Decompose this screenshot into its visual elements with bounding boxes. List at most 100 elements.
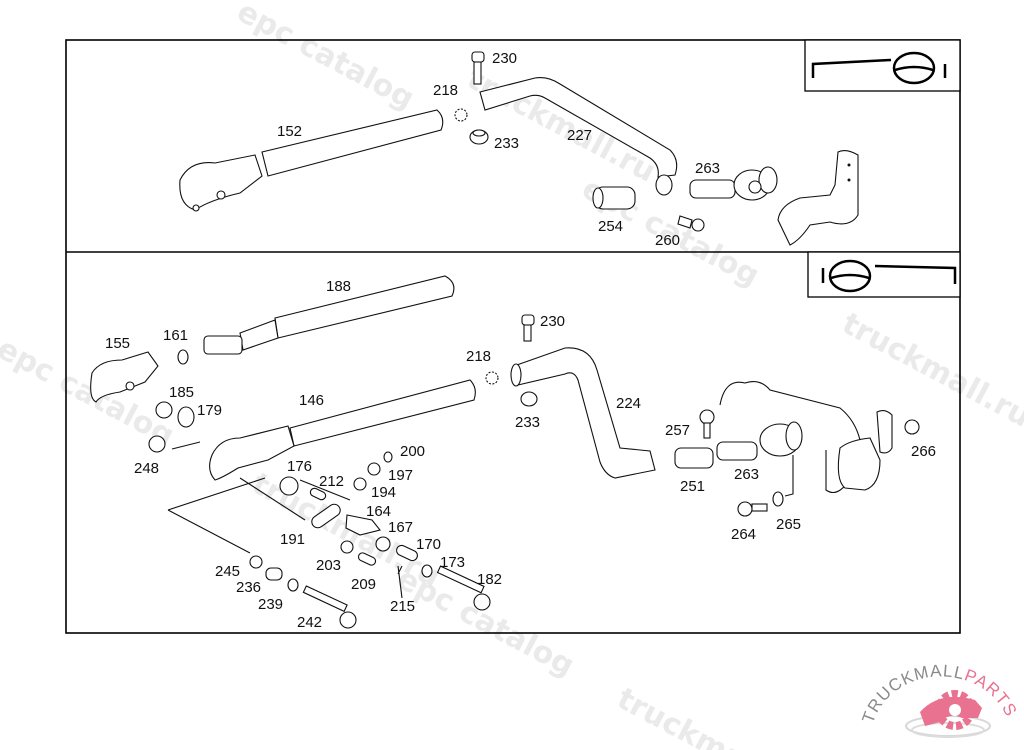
callout-265[interactable]: 265 [776,516,801,533]
callout-218-lower[interactable]: 218 [466,348,491,365]
part-230-bolt[interactable] [471,51,485,85]
callout-200[interactable]: 200 [400,443,425,460]
part-152-shift-tube[interactable] [179,109,444,212]
part-263-ball-joint-lower[interactable] [716,421,803,461]
callout-215[interactable]: 215 [390,598,415,615]
watermark: truckmall.ru [461,61,661,189]
callouts-upper: 152 218 230 233 227 263 254 260 [277,50,720,249]
part-265-washer[interactable] [772,455,794,507]
part-191-clevis[interactable] [309,502,342,530]
part-194-washer[interactable] [353,477,367,491]
truckmallparts-logo: TRUCKMALLPARTS [859,661,1020,738]
part-215-cotter-pin[interactable] [397,565,403,599]
part-218-lock-washer-lower[interactable] [485,371,499,385]
callout-188[interactable]: 188 [326,278,351,295]
steering-wheel-left-icon [821,259,957,293]
part-182-bolt[interactable] [436,565,491,611]
callout-182[interactable]: 182 [477,571,502,588]
part-203-bushing[interactable] [340,540,354,554]
watermark: truckmall.ru [611,681,811,750]
part-251-clamp[interactable] [674,447,714,469]
part-185-nut[interactable] [155,401,173,419]
part-176-cap[interactable] [279,476,299,496]
part-233-nut[interactable] [469,129,489,145]
callout-239[interactable]: 239 [258,596,283,613]
watermark: epc catalog [0,331,180,453]
callout-263-lower[interactable]: 263 [734,466,759,483]
callout-197[interactable]: 197 [388,467,413,484]
callout-227[interactable]: 227 [567,127,592,144]
callout-230-lower[interactable]: 230 [540,313,565,330]
part-188-inner-shaft[interactable] [203,275,455,355]
callout-224[interactable]: 224 [616,395,641,412]
part-257-bolt[interactable] [699,409,715,439]
part-155-bracket[interactable] [90,351,159,403]
leader-lines [167,477,351,554]
part-254-sleeve[interactable] [592,186,636,210]
part-170-sleeve[interactable] [395,544,419,562]
callout-173[interactable]: 173 [440,554,465,571]
part-218-lock-washer[interactable] [454,108,468,122]
callout-242[interactable]: 242 [297,614,322,631]
callout-164[interactable]: 164 [366,503,391,520]
callout-167[interactable]: 167 [388,519,413,536]
part-239-washer[interactable] [287,578,299,592]
part-179-cap[interactable] [177,406,195,428]
callout-233-lower[interactable]: 233 [515,414,540,431]
watermark: truckmall.ru [836,306,1024,434]
callout-170[interactable]: 170 [416,536,441,553]
callout-146[interactable]: 146 [299,392,324,409]
part-248-nut[interactable] [148,435,201,453]
callout-185[interactable]: 185 [169,384,194,401]
part-227-shift-rod[interactable] [479,77,678,196]
part-164-lever[interactable] [345,514,381,536]
callout-176[interactable]: 176 [287,458,312,475]
orientation-box-upper [804,39,961,92]
callout-233[interactable]: 233 [494,135,519,152]
callout-155[interactable]: 155 [105,335,130,352]
part-264-bolt[interactable] [737,501,768,517]
callout-266[interactable]: 266 [911,443,936,460]
callout-236[interactable]: 236 [236,579,261,596]
part-236-sleeve[interactable] [265,567,283,581]
part-146-shift-tube[interactable] [209,379,476,481]
part-200-washer[interactable] [383,451,393,463]
part-161-washer[interactable] [177,349,189,365]
part-242-bolt[interactable] [302,585,357,629]
part-209-pin[interactable] [357,552,377,567]
callout-248[interactable]: 248 [134,460,159,477]
part-224-shift-rod[interactable] [510,347,656,479]
callout-218[interactable]: 218 [433,82,458,99]
callout-254[interactable]: 254 [598,218,623,235]
callout-260[interactable]: 260 [655,232,680,249]
callout-212[interactable]: 212 [319,473,344,490]
part-245-bushing[interactable] [249,555,263,569]
part-233-nut-lower[interactable] [520,391,538,407]
callout-179[interactable]: 179 [197,402,222,419]
callout-263[interactable]: 263 [695,160,720,177]
callout-161[interactable]: 161 [163,327,188,344]
callout-152[interactable]: 152 [277,123,302,140]
part-167-bushing[interactable] [375,536,391,552]
part-266-nut[interactable] [904,419,920,435]
callout-251[interactable]: 251 [680,478,705,495]
diagram-frame [65,39,961,634]
callout-264[interactable]: 264 [731,526,756,543]
callout-194[interactable]: 194 [371,484,396,501]
callout-257[interactable]: 257 [665,422,690,439]
gearbox-housing [719,381,893,494]
callout-203[interactable]: 203 [316,557,341,574]
callout-230[interactable]: 230 [492,50,517,67]
part-263-ball-joint[interactable] [689,166,778,201]
part-173-washer[interactable] [421,564,433,578]
part-230-bolt-lower[interactable] [521,314,535,342]
gear-icon [905,690,991,738]
callout-209[interactable]: 209 [351,576,376,593]
callout-191[interactable]: 191 [280,531,305,548]
part-212-pin[interactable] [309,487,327,501]
watermark: epc catalog [231,0,420,117]
part-260-bolt[interactable] [677,215,705,232]
callout-245[interactable]: 245 [215,563,240,580]
part-197-washer[interactable] [367,462,381,476]
